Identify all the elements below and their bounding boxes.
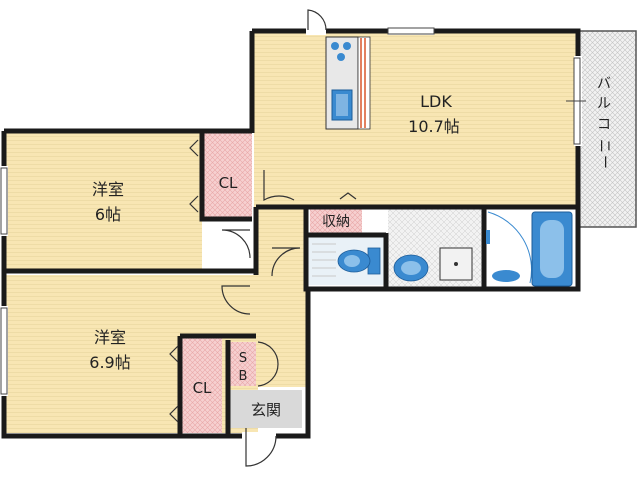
balcony-char-4: ニ <box>596 139 612 153</box>
balcony-label: バ ル コ ニ ー <box>596 76 612 169</box>
ldk-size: 10.7帖 <box>408 117 460 136</box>
ldk-floor <box>254 31 578 207</box>
ldk-name: LDK <box>420 92 452 111</box>
toilet-fixture <box>312 243 381 277</box>
balcony-char-2: ル <box>597 96 611 112</box>
balcony-char-5: ー <box>596 155 612 169</box>
shoe-box <box>230 342 256 386</box>
hallway-floor <box>258 207 306 387</box>
closet-upper-label: CL <box>219 174 238 192</box>
doors <box>169 9 357 467</box>
washroom-fixtures <box>393 247 473 282</box>
kitchen-counter <box>325 36 371 130</box>
walls <box>1 28 581 439</box>
closet-upper <box>202 133 252 219</box>
west-room-upper-floor <box>6 133 202 269</box>
west-room-upper-size: 6帖 <box>95 205 121 224</box>
shoe-box-label-s: S <box>239 351 247 366</box>
closet-lower-label: CL <box>193 379 212 397</box>
storage-closet <box>310 207 362 233</box>
entrance-label: 玄関 <box>251 401 281 419</box>
shoe-box-label-b: B <box>239 369 248 384</box>
west-room-lower-name: 洋室 <box>94 328 126 347</box>
balcony-char-3: コ <box>597 117 611 133</box>
bathroom-fixtures <box>486 211 573 287</box>
balcony <box>577 30 637 228</box>
west-room-lower-size: 6.9帖 <box>89 353 130 372</box>
closet-lower <box>182 338 222 433</box>
west-room-upper-name: 洋室 <box>92 180 124 199</box>
entrance-floor <box>230 390 302 428</box>
storage-label: 収納 <box>322 214 350 230</box>
balcony-char-1: バ <box>597 76 611 92</box>
